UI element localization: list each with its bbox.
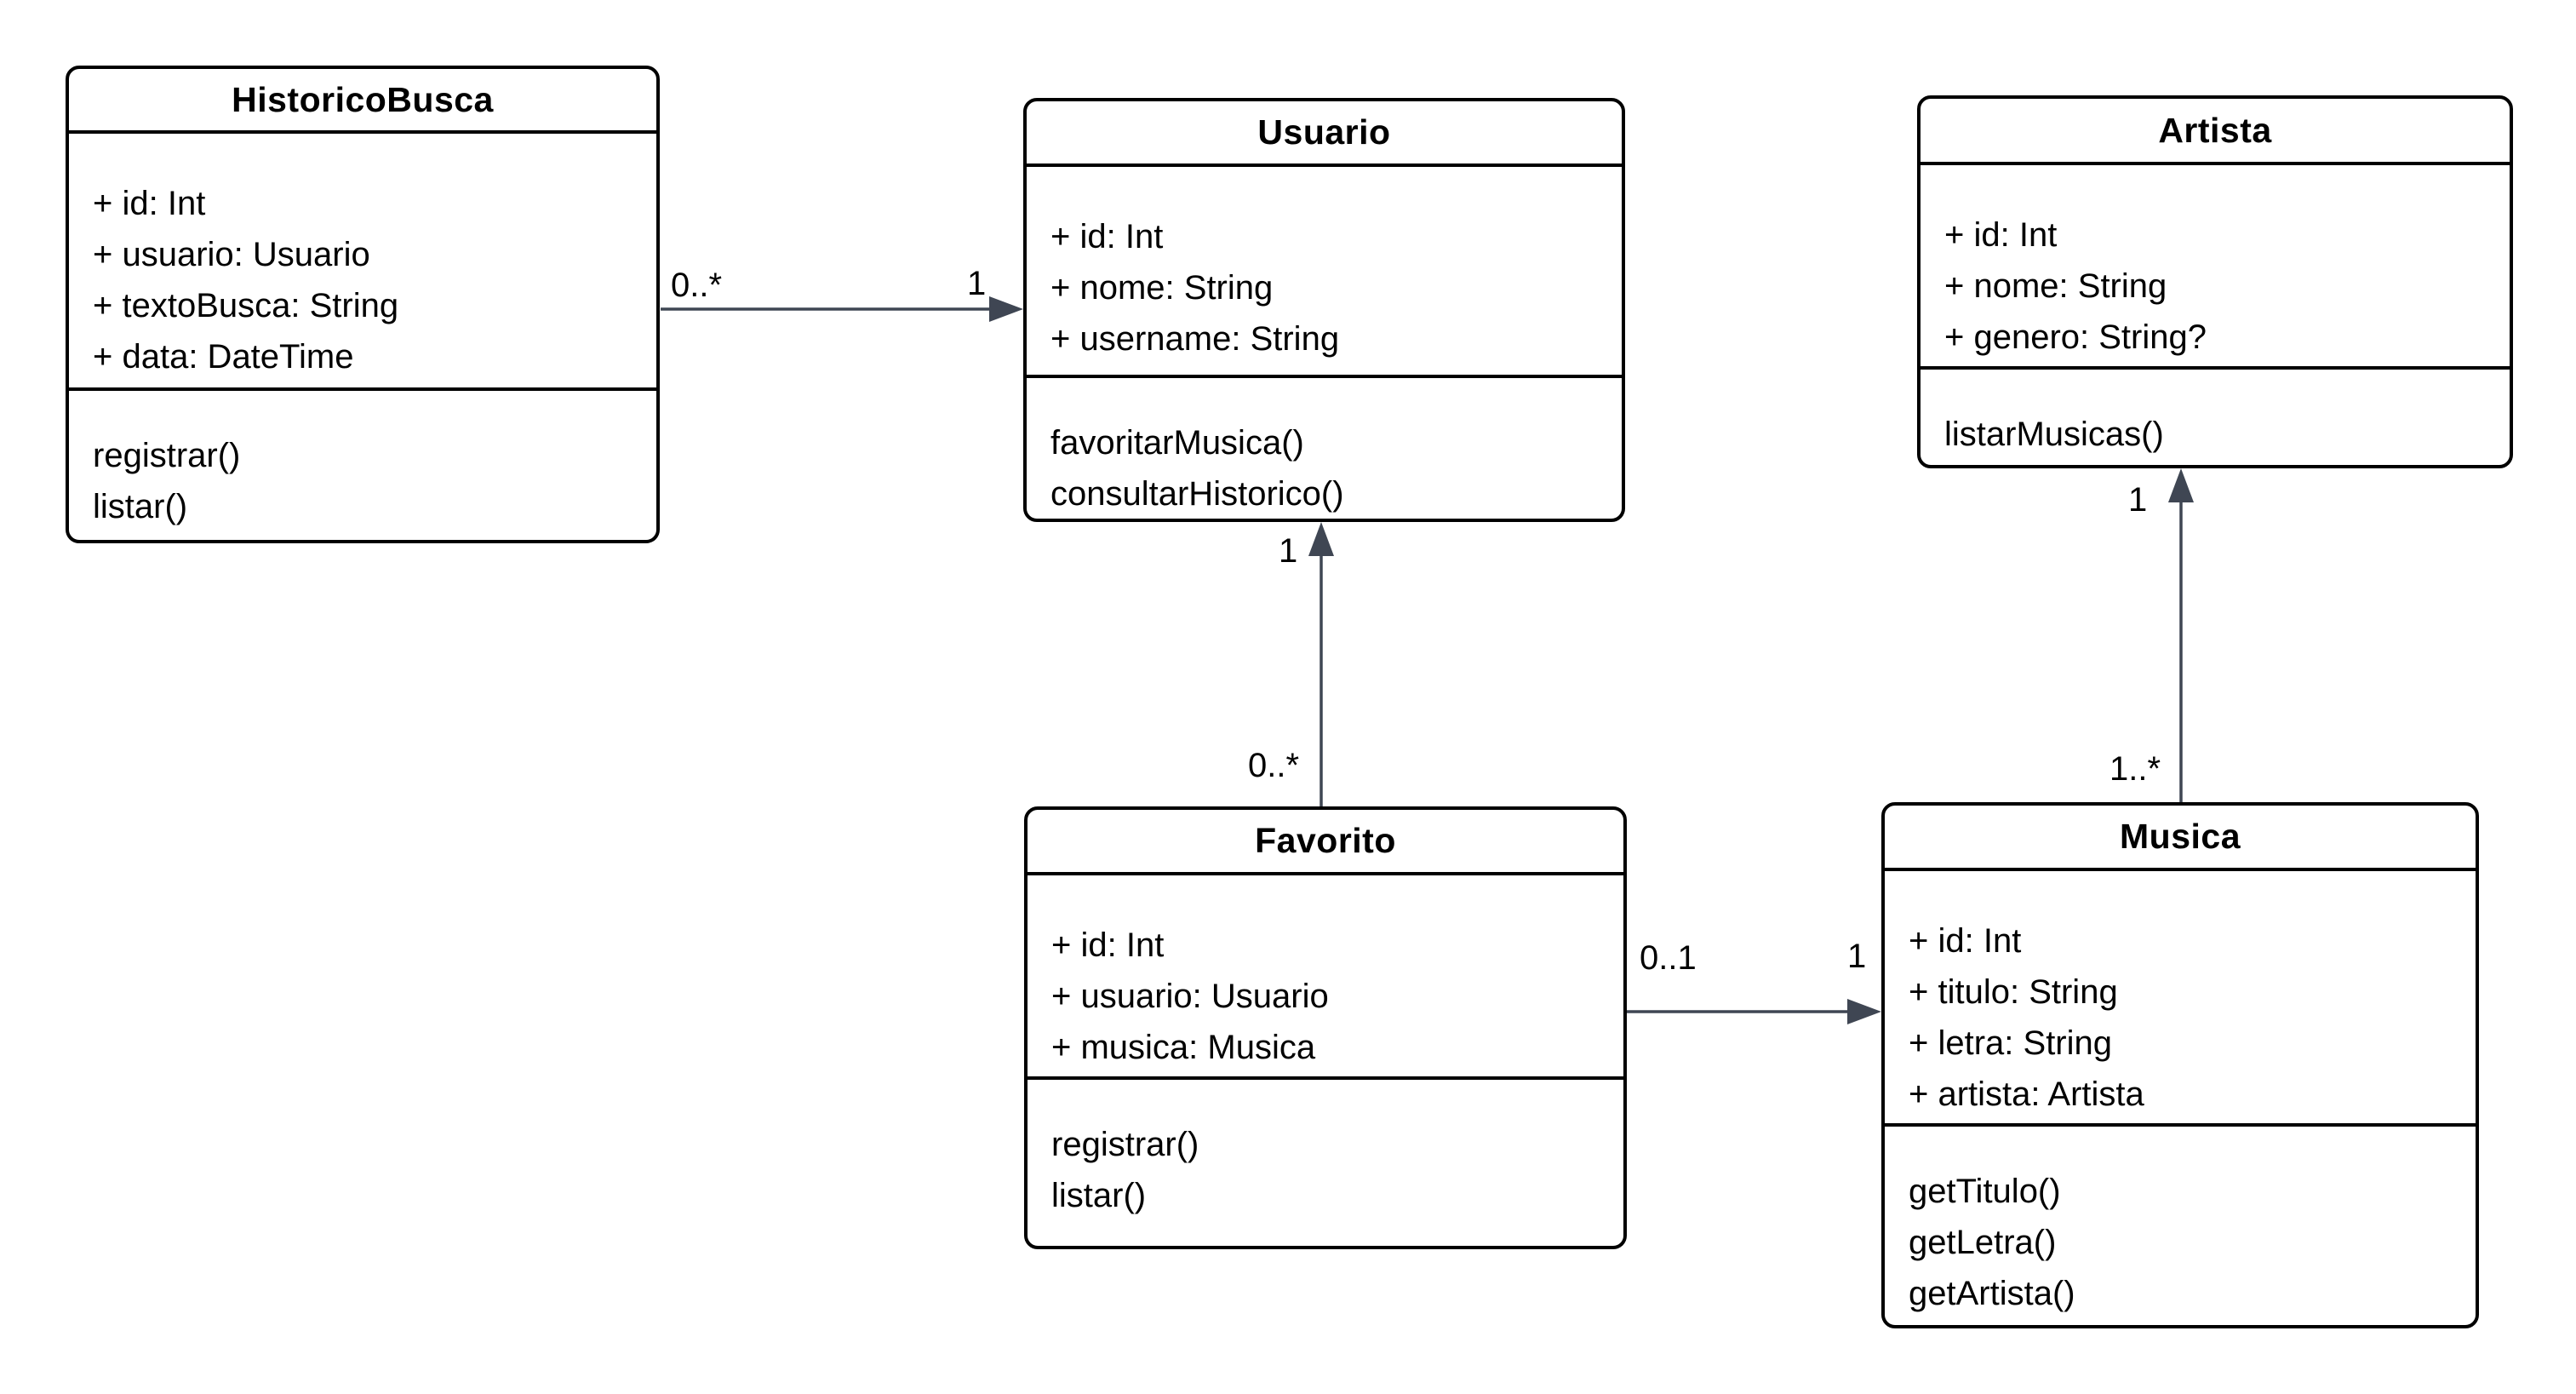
multiplicity-favorito-side-right: 0..1	[1640, 939, 1697, 977]
method-line: favoritarMusica()	[1050, 424, 1304, 462]
attribute-line: + genero: String?	[1944, 318, 2207, 356]
class-title-musica: Musica	[1885, 806, 2476, 871]
class-methods-historicobusca: registrar() listar()	[69, 391, 656, 540]
association-favorito-musica	[1627, 999, 1881, 1024]
class-attributes-favorito: + id: Int + usuario: Usuario + musica: M…	[1028, 875, 1623, 1080]
attribute-line: + username: String	[1050, 320, 1340, 358]
method-line: getLetra()	[1909, 1224, 2057, 1261]
method-line: listarMusicas()	[1944, 416, 2164, 453]
method-line: listar()	[1051, 1177, 1147, 1214]
attribute-line: + titulo: String	[1909, 973, 2118, 1011]
association-favorito-usuario	[1308, 522, 1334, 806]
multiplicity-musica-side-top: 1..*	[2109, 750, 2161, 788]
attribute-line: + letra: String	[1909, 1024, 2113, 1062]
method-line: getTitulo()	[1909, 1173, 2061, 1210]
class-title-favorito: Favorito	[1028, 810, 1623, 875]
attribute-line: + id: Int	[1944, 216, 2058, 254]
class-box-musica: Musica + id: Int + titulo: String + letr…	[1881, 802, 2479, 1328]
arrowhead-to-artista-bottom	[2168, 468, 2194, 502]
attribute-line: + nome: String	[1050, 269, 1274, 307]
attribute-line: + textoBusca: String	[93, 287, 399, 324]
class-methods-usuario: favoritarMusica() consultarHistorico()	[1027, 378, 1622, 519]
class-box-favorito: Favorito + id: Int + usuario: Usuario + …	[1024, 806, 1627, 1249]
arrowhead-to-usuario-left	[989, 296, 1023, 322]
method-line: getArtista()	[1909, 1275, 2075, 1312]
class-box-historicobusca: HistoricoBusca + id: Int + usuario: Usua…	[66, 66, 660, 543]
attribute-line: + artista: Artista	[1909, 1076, 2144, 1113]
association-musica-artista	[2168, 468, 2194, 802]
attribute-line: + musica: Musica	[1051, 1029, 1316, 1066]
attribute-line: + nome: String	[1944, 267, 2167, 305]
attribute-line: + id: Int	[1051, 926, 1165, 964]
class-attributes-artista: + id: Int + nome: String + genero: Strin…	[1921, 165, 2510, 370]
class-attributes-historicobusca: + id: Int + usuario: Usuario + textoBusc…	[69, 134, 656, 391]
class-box-usuario: Usuario + id: Int + nome: String + usern…	[1023, 98, 1625, 522]
attribute-line: + usuario: Usuario	[93, 236, 370, 273]
class-title-usuario: Usuario	[1027, 101, 1622, 167]
method-line: consultarHistorico()	[1050, 475, 1344, 513]
multiplicity-favorito-side-top: 0..*	[1248, 747, 1300, 784]
attribute-line: + id: Int	[93, 185, 206, 222]
attribute-line: + data: DateTime	[93, 338, 354, 376]
arrowhead-to-musica-left	[1847, 999, 1881, 1024]
multiplicity-musica-side-left: 1	[1847, 938, 1867, 975]
attribute-line: + usuario: Usuario	[1051, 978, 1329, 1015]
class-methods-artista: listarMusicas()	[1921, 370, 2510, 465]
multiplicity-usuario-side-bottom: 1	[1279, 532, 1298, 570]
class-attributes-usuario: + id: Int + nome: String + username: Str…	[1027, 167, 1622, 378]
class-methods-musica: getTitulo() getLetra() getArtista()	[1885, 1127, 2476, 1325]
attribute-line: + id: Int	[1909, 922, 2022, 960]
class-box-artista: Artista + id: Int + nome: String + gener…	[1917, 95, 2513, 468]
multiplicity-artista-side-bottom: 1	[2128, 481, 2148, 519]
attribute-line: + id: Int	[1050, 218, 1164, 255]
arrowhead-to-usuario-bottom	[1308, 522, 1334, 556]
class-attributes-musica: + id: Int + titulo: String + letra: Stri…	[1885, 871, 2476, 1127]
multiplicity-usuario-side-left: 1	[967, 265, 987, 302]
method-line: registrar()	[1051, 1126, 1199, 1163]
class-title-artista: Artista	[1921, 99, 2510, 165]
multiplicity-historicobusca-side: 0..*	[671, 267, 723, 304]
method-line: registrar()	[93, 437, 241, 474]
class-methods-favorito: registrar() listar()	[1028, 1080, 1623, 1246]
method-line: listar()	[93, 488, 188, 525]
class-title-historicobusca: HistoricoBusca	[69, 69, 656, 134]
